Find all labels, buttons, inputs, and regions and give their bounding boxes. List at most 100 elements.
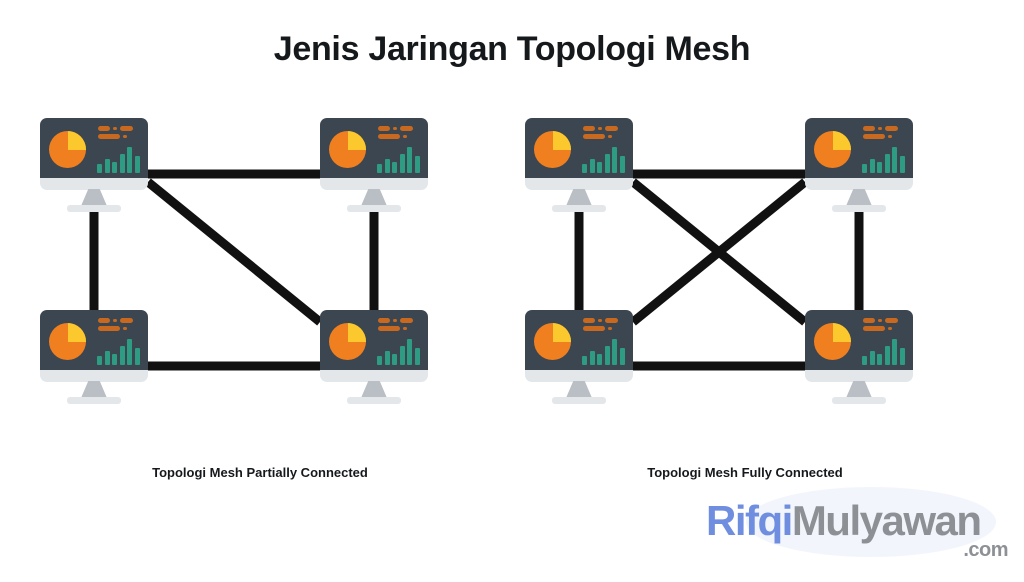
indicator-dash bbox=[583, 134, 605, 139]
computer-node-bottom-right[interactable] bbox=[320, 310, 428, 406]
monitor-icon bbox=[320, 310, 428, 406]
indicator-dash bbox=[583, 318, 595, 323]
indicator-row bbox=[378, 326, 423, 331]
page-title: Jenis Jaringan Topologi Mesh bbox=[273, 30, 751, 68]
monitor-bezel bbox=[40, 178, 148, 190]
indicator-dash bbox=[863, 134, 885, 139]
bar-chart-bar bbox=[384, 351, 390, 365]
monitor-bezel bbox=[525, 178, 633, 190]
indicator-dash bbox=[399, 318, 413, 323]
indicator-dash bbox=[98, 134, 120, 139]
bar-chart-bar bbox=[862, 356, 867, 365]
bar-chart-bar bbox=[104, 159, 110, 173]
pie-chart-slice bbox=[347, 131, 366, 150]
indicator-dash bbox=[378, 318, 390, 323]
monitor-icon bbox=[805, 118, 913, 214]
bar-chart-bar bbox=[377, 164, 382, 173]
indicator-dashes bbox=[583, 126, 628, 142]
bar-chart-bar bbox=[377, 356, 382, 365]
bar-chart-bar bbox=[97, 356, 102, 365]
monitor-screen bbox=[320, 118, 428, 180]
monitor-stand bbox=[81, 381, 107, 398]
bar-chart-bar bbox=[407, 147, 412, 173]
pie-chart-icon bbox=[814, 323, 851, 360]
computer-node-top-left[interactable] bbox=[40, 118, 148, 214]
pie-chart-icon bbox=[814, 131, 851, 168]
monitor-screen bbox=[525, 118, 633, 180]
indicator-dash bbox=[884, 126, 898, 131]
bar-chart-bar bbox=[582, 164, 587, 173]
pie-chart-slice bbox=[832, 131, 851, 150]
computer-node-bottom-right[interactable] bbox=[805, 310, 913, 406]
computer-node-top-right[interactable] bbox=[320, 118, 428, 214]
pie-chart-icon bbox=[49, 131, 86, 168]
indicator-dot bbox=[888, 326, 892, 331]
monitor-stand bbox=[846, 381, 872, 398]
monitor-base bbox=[67, 205, 121, 212]
pie-chart-slice bbox=[552, 323, 571, 342]
bar-chart-bar bbox=[97, 164, 102, 173]
pie-chart-slice bbox=[552, 131, 571, 150]
link-lines-fully-connected bbox=[574, 169, 864, 371]
bar-chart-bar bbox=[604, 346, 610, 365]
bar-chart-icon bbox=[97, 145, 141, 173]
bar-chart-icon bbox=[97, 337, 141, 365]
monitor-icon bbox=[525, 118, 633, 214]
bar-chart-bar bbox=[127, 147, 132, 173]
bar-chart-bar bbox=[127, 339, 132, 365]
indicator-row bbox=[583, 318, 628, 323]
bar-chart-bar bbox=[119, 346, 125, 365]
computer-node-top-right[interactable] bbox=[805, 118, 913, 214]
computer-node-bottom-left[interactable] bbox=[525, 310, 633, 406]
monitor-screen bbox=[40, 118, 148, 180]
bar-chart-bar bbox=[134, 156, 140, 173]
indicator-dot bbox=[393, 318, 397, 323]
indicator-row bbox=[863, 318, 908, 323]
bar-chart-bar bbox=[104, 351, 110, 365]
watermark-brand-second: Mulyawan bbox=[791, 497, 982, 544]
indicator-dash bbox=[604, 126, 618, 131]
pie-chart-icon bbox=[329, 323, 366, 360]
indicator-dot bbox=[123, 134, 127, 139]
computer-node-bottom-left[interactable] bbox=[40, 310, 148, 406]
pie-chart-slice bbox=[67, 131, 86, 150]
diagram-fully-connected: Topologi Mesh Fully Connected bbox=[515, 110, 975, 480]
bar-chart-bar bbox=[884, 154, 890, 173]
indicator-dash bbox=[378, 326, 400, 331]
indicator-row bbox=[583, 326, 628, 331]
monitor-screen bbox=[525, 310, 633, 372]
indicator-dash bbox=[863, 126, 875, 131]
bar-chart-bar bbox=[884, 346, 890, 365]
link-lines-partially-connected bbox=[89, 169, 379, 371]
indicator-row bbox=[98, 134, 143, 139]
bar-chart-bar bbox=[877, 162, 882, 173]
monitor-screen bbox=[805, 310, 913, 372]
bar-chart-bar bbox=[597, 354, 602, 365]
diagram-partially-connected: Topologi Mesh Partially Connected bbox=[30, 110, 490, 480]
indicator-dash bbox=[583, 126, 595, 131]
indicator-row bbox=[378, 126, 423, 131]
bar-chart-bar bbox=[597, 162, 602, 173]
pie-chart-icon bbox=[329, 131, 366, 168]
bar-chart-bar bbox=[604, 154, 610, 173]
indicator-dash bbox=[98, 126, 110, 131]
monitor-base bbox=[552, 397, 606, 404]
indicator-dashes bbox=[378, 318, 423, 334]
bar-chart-icon bbox=[377, 145, 421, 173]
watermark-brand-first: Rifqi bbox=[706, 497, 793, 544]
indicator-dot bbox=[608, 134, 612, 139]
computer-node-top-left[interactable] bbox=[525, 118, 633, 214]
indicator-dash bbox=[378, 126, 390, 131]
diagram-caption-fully-connected: Topologi Mesh Fully Connected bbox=[647, 465, 843, 480]
network-link-top-left-to-bottom-right bbox=[145, 178, 323, 326]
bar-chart-bar bbox=[619, 156, 625, 173]
bar-chart-bar bbox=[869, 159, 875, 173]
bar-chart-icon bbox=[862, 337, 906, 365]
indicator-dashes bbox=[863, 126, 908, 142]
bar-chart-icon bbox=[377, 337, 421, 365]
indicator-dash bbox=[399, 126, 413, 131]
pie-chart-icon bbox=[49, 323, 86, 360]
monitor-bezel bbox=[805, 178, 913, 190]
pie-chart-slice bbox=[67, 323, 86, 342]
